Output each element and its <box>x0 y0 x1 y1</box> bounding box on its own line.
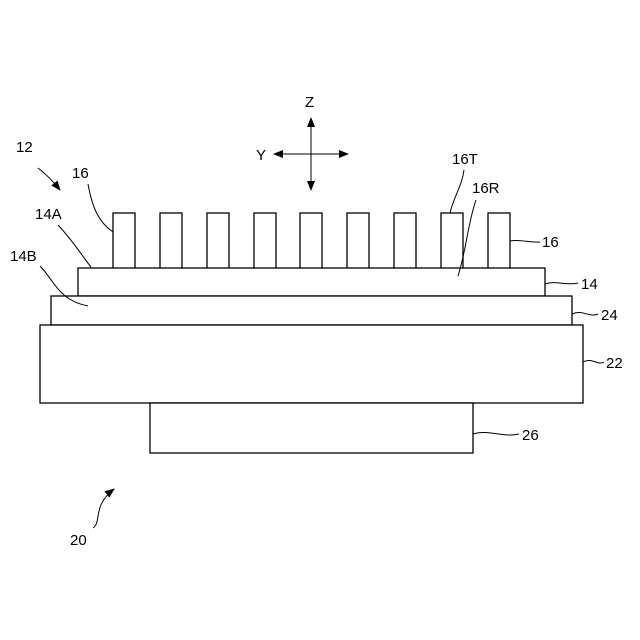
axis-indicator: Z Y <box>256 94 348 190</box>
fin <box>160 213 182 269</box>
fin <box>207 213 229 269</box>
ref-16-left: 16 <box>72 165 113 232</box>
layer-24 <box>51 296 572 325</box>
ref-16R-label: 16R <box>472 180 500 197</box>
ref-16T-leader <box>450 170 464 213</box>
ref-24-leader <box>572 312 598 315</box>
fin <box>347 213 369 269</box>
ref-26-leader <box>473 432 519 435</box>
z-axis-label: Z <box>305 94 314 111</box>
ref-20-label: 20 <box>70 532 87 549</box>
ref-16T-label: 16T <box>452 151 478 168</box>
ref-14A-label: 14A <box>35 206 62 223</box>
y-axis-label: Y <box>256 147 266 164</box>
ref-14: 14 <box>545 276 598 293</box>
fin-array <box>113 213 510 269</box>
ref-22-label: 22 <box>606 355 623 372</box>
ref-26-label: 26 <box>522 427 539 444</box>
ref-14A: 14A <box>35 206 91 267</box>
ref-24: 24 <box>572 307 618 324</box>
ref-22-leader <box>583 360 604 363</box>
ref-20-arrow <box>93 489 114 528</box>
plate-14 <box>78 268 545 296</box>
ref-22: 22 <box>583 355 623 372</box>
ref-16-right: 16 <box>510 234 559 251</box>
fin <box>394 213 416 269</box>
ref-12: 12 <box>16 139 60 190</box>
ref-14-label: 14 <box>581 276 598 293</box>
ref-16-right-leader <box>510 240 540 242</box>
fin <box>300 213 322 269</box>
ref-14B-label: 14B <box>10 248 37 265</box>
ref-16-left-leader <box>88 184 113 232</box>
fin <box>113 213 135 269</box>
fin <box>488 213 510 269</box>
block-26 <box>150 403 473 453</box>
ref-12-label: 12 <box>16 139 33 156</box>
ref-14A-leader <box>58 225 91 267</box>
ref-26: 26 <box>473 427 539 444</box>
ref-16-left-label: 16 <box>72 165 89 182</box>
fin <box>254 213 276 269</box>
ref-16-right-label: 16 <box>542 234 559 251</box>
ref-12-arrow <box>38 168 60 190</box>
base-22 <box>40 325 583 403</box>
fin <box>441 213 463 269</box>
ref-14-leader <box>545 283 578 284</box>
ref-20: 20 <box>70 489 114 549</box>
ref-24-label: 24 <box>601 307 618 324</box>
